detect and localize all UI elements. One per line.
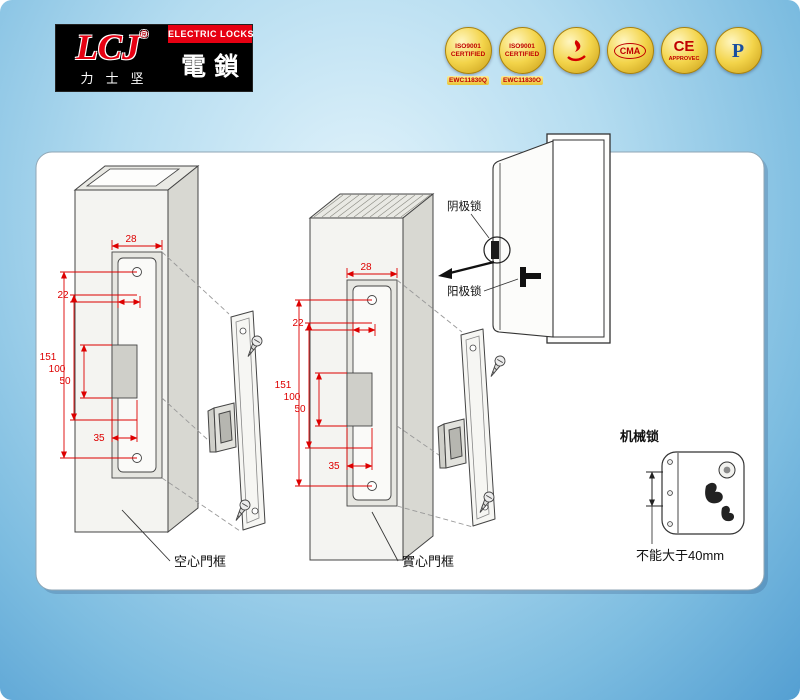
badge-line2: CERTIFIED	[450, 50, 486, 58]
strike-plate-left	[207, 310, 266, 531]
dim-22-left: 22	[57, 290, 69, 301]
dim-50-mid: 50	[294, 404, 306, 415]
cathode-lock-body	[491, 241, 499, 259]
product-line-chinese: 電鎖	[180, 53, 247, 81]
ce-approved-icon: CE APPROVEC	[660, 27, 708, 74]
dim-28-mid: 28	[360, 262, 372, 273]
badge-code: EWC11830Q	[447, 76, 489, 85]
hollow-frame-label: 空心門框	[174, 554, 226, 569]
dim-28-left: 28	[125, 234, 137, 245]
dim-100-mid: 100	[284, 392, 301, 403]
brand-logo: LCJ® 力士坚 ELECTRIC LOCKS 電鎖	[55, 24, 254, 92]
ce-label: CE	[673, 38, 695, 55]
badge-line1: ISO9001	[455, 42, 481, 50]
badge-p: P	[714, 27, 762, 85]
mechanical-lock-thickness-dimension	[646, 471, 663, 544]
ce-sublabel: APPROVEC	[668, 56, 700, 62]
badge-torch	[552, 27, 600, 85]
max-thickness-note: 不能大于40mm	[636, 548, 724, 563]
p-quality-icon: P	[714, 27, 762, 74]
anode-lock-handle	[520, 267, 541, 287]
solid-frame-drawing	[308, 192, 435, 562]
badge-ce: CE APPROVEC	[660, 27, 708, 85]
product-line-english: ELECTRIC LOCKS	[168, 25, 254, 43]
anode-lock-label: 阳极锁	[447, 284, 482, 298]
mechanical-lock-drawing	[661, 451, 745, 535]
brand-name: LCJ®	[76, 29, 148, 65]
door-drawing	[492, 133, 611, 344]
cma-label: CMA	[613, 42, 647, 59]
dim-35-left: 35	[93, 433, 105, 444]
hollow-frame-leader	[121, 509, 171, 562]
registered-mark-icon: ®	[139, 29, 149, 41]
dim-151-mid: 151	[275, 380, 292, 391]
brand-name-chinese: 力士坚	[80, 71, 156, 86]
key-cutout-icon	[705, 482, 723, 504]
badge-line2: CERTIFIED	[504, 50, 540, 58]
brand-text: LCJ	[75, 27, 140, 67]
torch-flame-icon	[567, 39, 586, 61]
hollow-frame-dimensions	[60, 240, 163, 459]
mechanical-lock-label: 机械锁	[620, 429, 659, 444]
torch-icon	[552, 27, 600, 74]
solid-frame-dimensions	[295, 268, 398, 487]
door-swing-arrow-icon	[438, 260, 495, 279]
anode-lock-leader	[483, 278, 519, 292]
badge-iso9001-q: ISO9001 CERTIFIED EWC11830Q	[444, 27, 492, 85]
cathode-lock-label: 阴极锁	[447, 199, 482, 213]
iso-certified-icon: ISO9001 CERTIFIED	[444, 27, 492, 74]
solid-frame-leader	[371, 511, 399, 562]
badge-cma: CMA	[606, 27, 654, 85]
iso-certified-icon: ISO9001 CERTIFIED	[498, 27, 546, 74]
p-label: P	[731, 39, 745, 62]
certification-badges: ISO9001 CERTIFIED EWC11830Q ISO9001 CERT…	[444, 27, 762, 85]
cma-icon: CMA	[606, 27, 654, 74]
badge-code: EWC11830O	[501, 76, 543, 85]
dim-35-mid: 35	[328, 461, 340, 472]
cathode-lock-leader	[470, 213, 490, 239]
solid-frame-label: 實心門框	[402, 554, 454, 569]
dim-151-left: 151	[40, 352, 57, 363]
lock-highlight-circle	[483, 236, 511, 264]
brand-logo-right: ELECTRIC LOCKS 電鎖	[168, 25, 254, 91]
hollow-frame-drawing	[73, 164, 200, 534]
dim-50-left: 50	[59, 376, 71, 387]
brand-logo-left: LCJ® 力士坚	[56, 25, 168, 91]
dim-100-left: 100	[49, 364, 66, 375]
badge-iso9001-o: ISO9001 CERTIFIED EWC11830O	[498, 27, 546, 85]
badge-line1: ISO9001	[509, 42, 535, 50]
dim-22-mid: 22	[292, 318, 304, 329]
key-cutout-icon	[721, 505, 735, 522]
